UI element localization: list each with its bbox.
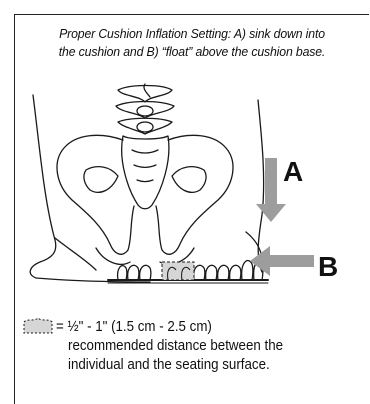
arrow-a [256,158,286,222]
legend-line-3: individual and the seating surface. [68,356,270,374]
ilium-right [156,135,233,254]
legend-line-2: recommended distance between the [68,337,283,355]
gap-indicator [162,262,194,280]
arm-outline-left [55,238,96,270]
legend-line-1: = ½" - 1" (1.5 cm - 2.5 cm) [56,318,212,336]
label-a: A [283,156,303,187]
body-outline-left [30,95,150,282]
label-b: B [318,251,338,282]
spine [116,84,174,134]
ilium-left [57,135,134,254]
sacrum [122,136,169,209]
legend-swatch-icon [24,318,52,333]
